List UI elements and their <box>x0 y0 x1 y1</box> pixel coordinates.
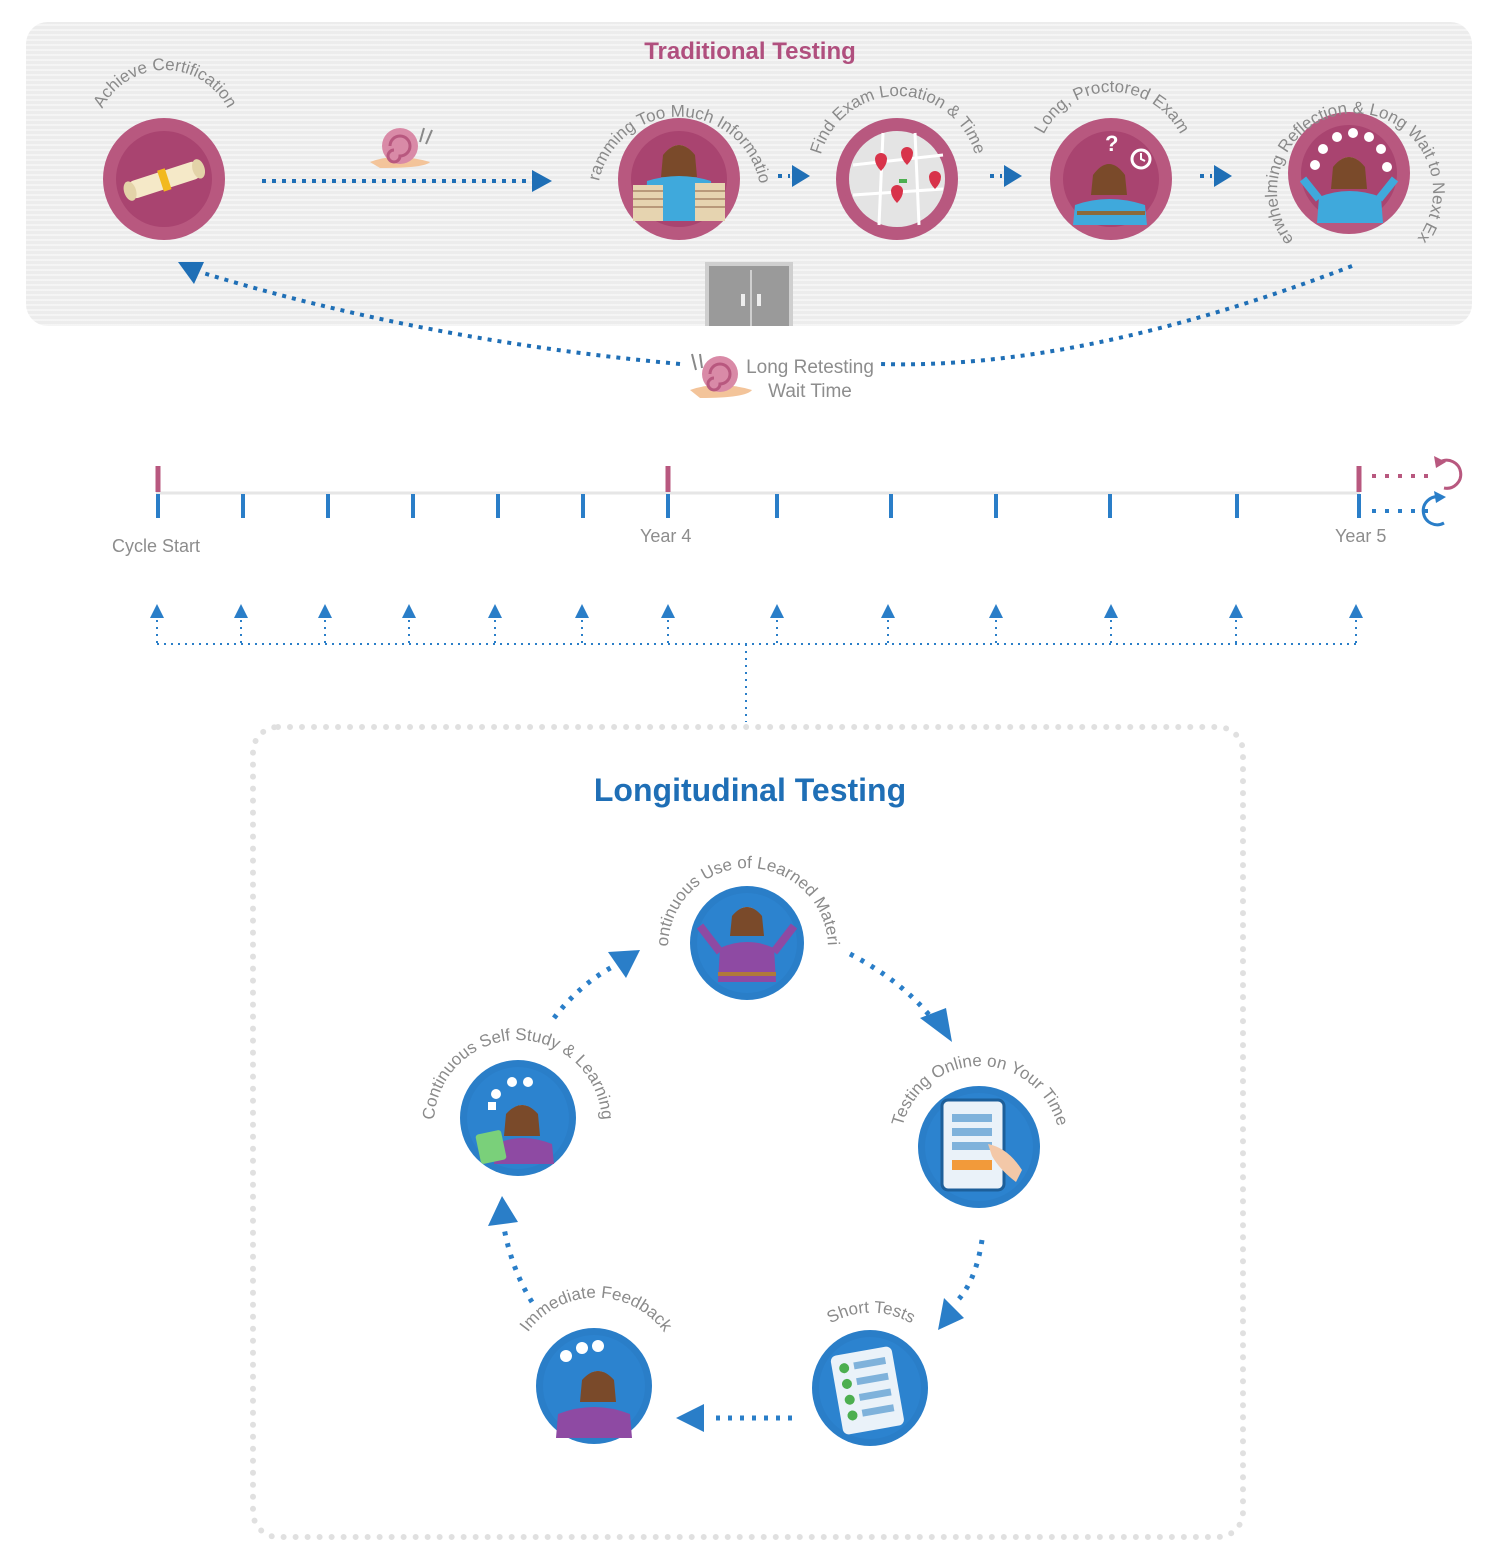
testing-online-label: Testing Online on Your Time <box>888 1051 1072 1128</box>
cycle-start-label: Cycle Start <box>112 536 201 556</box>
continuous-use-label: Continuous Use of Learned Material <box>644 835 843 947</box>
achieve-certification-icon <box>103 118 225 240</box>
svg-text:Continuous Use of Learned Mate: Continuous Use of Learned Material <box>644 835 843 947</box>
retest-label-line1: Long Retesting <box>746 357 874 378</box>
svg-text:Continuous Self Study & Learni: Continuous Self Study & Learning <box>419 1025 617 1121</box>
proctored-exam-label: Long, Proctored Exam <box>1031 77 1194 137</box>
svg-text:Short Tests: Short Tests <box>824 1298 919 1327</box>
find-exam-location-label: Find Exam Location & Time <box>806 81 989 156</box>
short-tests-label: Short Tests <box>824 1298 919 1327</box>
retest-label: Long Retesting Wait Time <box>740 356 880 404</box>
testing-online-icon <box>918 1086 1040 1208</box>
year-4-label: Year 4 <box>640 526 692 546</box>
short-tests-icon <box>812 1330 928 1446</box>
timeline <box>150 456 1463 722</box>
longitudinal-panel <box>250 724 1246 1540</box>
cramming-label: Cramming Too Much Information <box>572 61 775 185</box>
svg-text:Immediate Feedback: Immediate Feedback <box>516 1283 676 1336</box>
svg-text:?: ? <box>1105 131 1118 156</box>
cramming-icon <box>618 118 740 240</box>
continuous-use-icon <box>690 886 804 1000</box>
traditional-flow-arrows <box>178 127 1353 398</box>
retest-label-line2: Wait Time <box>768 381 852 402</box>
self-study-icon <box>460 1060 576 1176</box>
longitudinal-title: Longitudinal Testing <box>593 772 907 808</box>
immediate-feedback-icon <box>536 1328 652 1444</box>
proctored-exam-icon: ? <box>1050 118 1172 240</box>
svg-text:Testing Online on Your Time: Testing Online on Your Time <box>888 1051 1072 1128</box>
overwhelming-reflection-label: Overwhelming Reflection & Long Wait to N… <box>1247 53 1448 249</box>
door-icon <box>705 262 793 326</box>
pink-repeat-icon <box>1372 456 1463 490</box>
snail-icon <box>370 127 433 168</box>
snail-icon <box>690 353 752 398</box>
immediate-feedback-label: Immediate Feedback <box>516 1283 676 1336</box>
overwhelming-reflection-icon <box>1288 112 1410 234</box>
self-study-label: Continuous Self Study & Learning <box>419 1025 617 1121</box>
blue-repeat-icon <box>1372 491 1446 527</box>
find-exam-location-icon <box>836 118 958 240</box>
traditional-panel <box>26 22 1472 326</box>
year-5-label: Year 5 <box>1335 526 1387 546</box>
traditional-title: Traditional Testing <box>644 38 856 65</box>
